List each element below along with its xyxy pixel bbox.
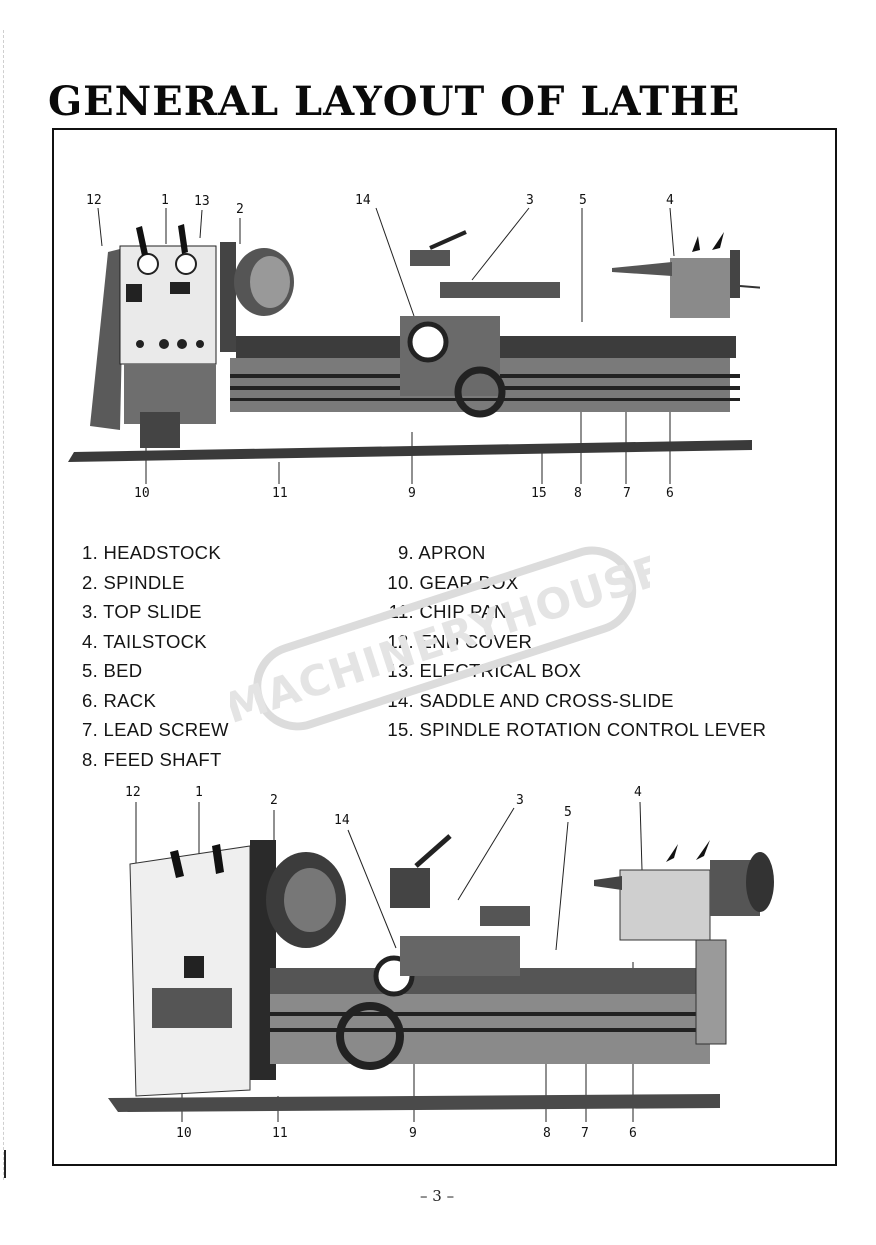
- callout-4: 4: [666, 193, 674, 208]
- callout-5: 5: [579, 193, 587, 208]
- callout-b-5: 5: [564, 805, 572, 820]
- callout-12: 12: [86, 193, 102, 208]
- callout-b-3: 3: [516, 793, 524, 808]
- legend-item-14: 14. SADDLE AND CROSS-SLIDE: [387, 689, 674, 711]
- callout-b-10: 10: [176, 1126, 192, 1141]
- legend-item-7: 7. LEAD SCREW: [82, 719, 229, 740]
- legend-item-5: 5. BED: [82, 660, 143, 681]
- legend-item-12: 12. END COVER: [387, 630, 533, 652]
- callout-1: 1: [161, 193, 169, 208]
- callout-9: 9: [408, 486, 416, 501]
- lathe-figure-bottom: 12 1 2 14 3 5 4 10 11 9 8 7 6: [100, 780, 810, 1146]
- callout-13: 13: [194, 194, 210, 209]
- callout-b-2: 2: [270, 793, 278, 808]
- lathe-drawing-bottom: [108, 834, 774, 1112]
- legend-item-6: 6. RACK: [82, 689, 157, 711]
- callout-b-14: 14: [334, 813, 350, 828]
- callout-b-1: 1: [195, 785, 203, 800]
- margin-tick: [4, 1150, 6, 1178]
- page-number: – 3 –: [420, 1187, 455, 1205]
- callout-7: 7: [623, 486, 631, 501]
- callout-b-11: 11: [272, 1126, 288, 1141]
- legend-right: 9. APRON 10. GEAR BOX 11. CHIP PAN 12. E…: [380, 538, 766, 745]
- legend-item-10: 10. GEAR BOX: [387, 571, 519, 593]
- callout-3: 3: [526, 193, 534, 208]
- callout-b-6: 6: [629, 1126, 637, 1141]
- callout-b-7: 7: [581, 1126, 589, 1141]
- page-title: GENERAL LAYOUT OF LATHE: [48, 78, 741, 125]
- lathe-figure-top: 12 1 13 2 14 3 5 4 10 11 9 15 8 7 6: [60, 186, 760, 506]
- legend-item-3: 3. TOP SLIDE: [82, 601, 202, 622]
- callout-2: 2: [236, 202, 244, 217]
- legend-left: 1. HEADSTOCK 2. SPINDLE 3. TOP SLIDE 4. …: [82, 538, 229, 774]
- legend-item-13: 13. ELECTRICAL BOX: [387, 660, 582, 681]
- margin-rule: [3, 30, 5, 1180]
- legend-item-1: 1. HEADSTOCK: [82, 542, 221, 563]
- callout-b-9: 9: [409, 1126, 417, 1141]
- callout-14: 14: [355, 193, 371, 208]
- callout-b-12: 12: [125, 785, 141, 800]
- callout-11: 11: [272, 486, 288, 501]
- legend-item-8: 8. FEED SHAFT: [82, 748, 222, 770]
- callout-b-4: 4: [634, 785, 642, 800]
- legend-item-11: 11. CHIP PAN: [388, 601, 508, 622]
- legend-item-2: 2. SPINDLE: [82, 571, 185, 593]
- legend-item-15: 15. SPINDLE ROTATION CONTROL LEVER: [387, 719, 767, 740]
- callout-8: 8: [574, 486, 582, 501]
- callout-15: 15: [531, 486, 547, 501]
- callout-6: 6: [666, 486, 674, 501]
- lathe-drawing-top: [68, 224, 760, 462]
- legend-item-9: 9. APRON: [397, 542, 486, 563]
- legend-item-4: 4. TAILSTOCK: [82, 630, 207, 652]
- callout-b-8: 8: [543, 1126, 551, 1141]
- callout-10: 10: [134, 486, 150, 501]
- figure-frame: [52, 128, 837, 1166]
